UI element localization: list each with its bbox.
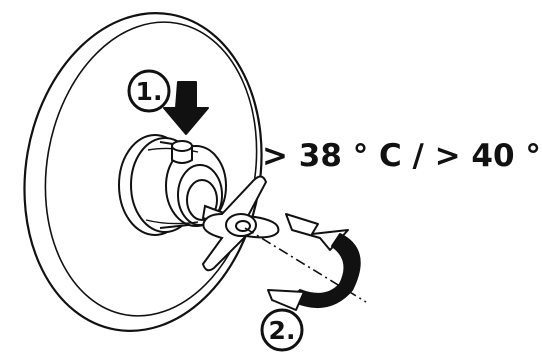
step-2-badge: 2. bbox=[262, 310, 302, 350]
step-2-label: 2. bbox=[269, 316, 296, 345]
rotate-arrow-icon bbox=[268, 214, 360, 310]
safety-button bbox=[172, 141, 192, 163]
step-1-badge: 1. bbox=[129, 71, 169, 111]
step-1-label: 1. bbox=[136, 77, 163, 106]
temperature-label: > 38 ° C / > 40 ° C bbox=[262, 138, 542, 174]
